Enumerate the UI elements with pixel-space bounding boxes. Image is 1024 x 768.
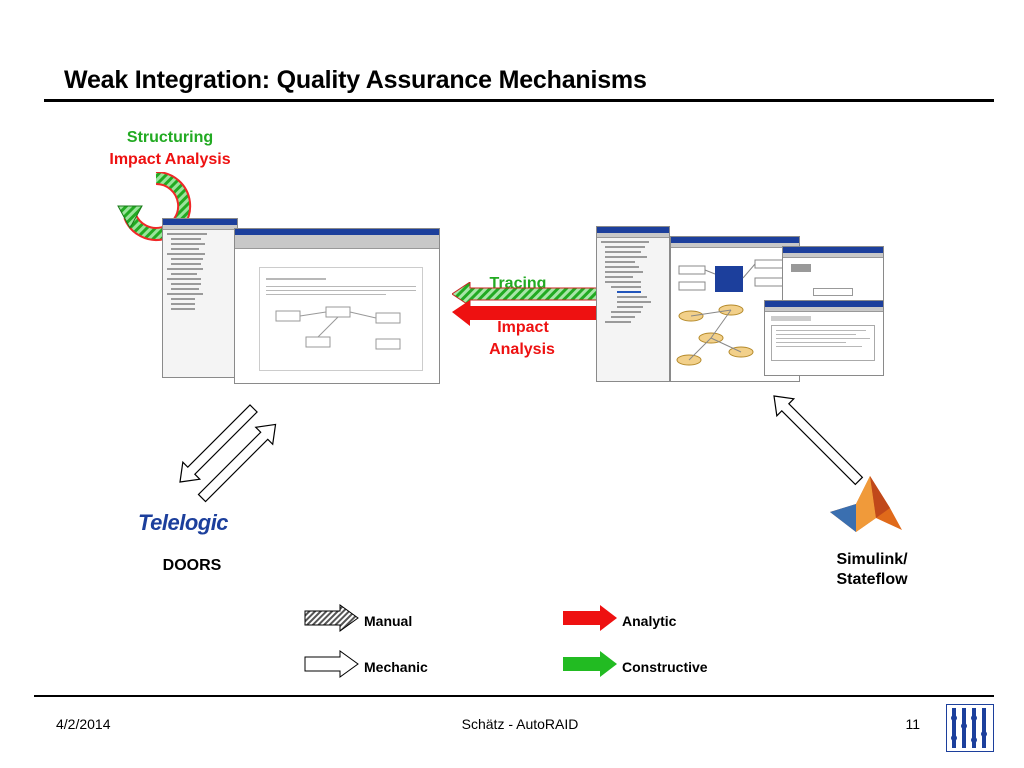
stateflow-chart-thumbnail[interactable]	[782, 246, 884, 306]
analysis-label: Analysis	[489, 341, 555, 358]
doors-label: DOORS	[162, 557, 222, 574]
tracing-arrow-icon	[452, 282, 598, 326]
matlab-membrane-logo-icon	[830, 476, 902, 532]
legend-mechanic-label: Mechanic	[364, 659, 428, 675]
university-logo-icon	[946, 704, 994, 752]
doors-exchange-arrows-icon	[179, 404, 277, 503]
title-divider	[44, 99, 994, 102]
doors-window-thumbnail[interactable]	[162, 218, 238, 378]
word-window-thumbnail[interactable]	[234, 228, 440, 384]
legend-constructive-label: Constructive	[622, 659, 708, 675]
legend-analytic-label: Analytic	[622, 613, 677, 629]
footer-date: 4/2/2014	[56, 716, 111, 732]
manual-arrow-icon	[304, 604, 359, 632]
legend-manual-label: Manual	[364, 613, 413, 629]
page-number: 11	[905, 716, 920, 732]
slide-title: Weak Integration: Quality Assurance Mech…	[64, 66, 647, 94]
requirement-dialog-thumbnail[interactable]	[764, 300, 884, 376]
simulink-import-arrow-icon	[773, 395, 864, 486]
structuring-label: Structuring	[126, 129, 214, 146]
impact-analysis-label: Impact Analysis	[109, 151, 231, 168]
mechanic-arrow-icon	[304, 650, 359, 678]
impact-label: Impact	[497, 319, 549, 336]
footer-author: Schätz - AutoRAID	[461, 716, 579, 732]
model-browser-thumbnail[interactable]	[596, 226, 670, 382]
constructive-arrow-icon	[563, 651, 617, 677]
telelogic-logo: Telelogic	[138, 510, 229, 535]
simulink-label-line2: Stateflow	[836, 571, 908, 588]
analytic-arrow-icon	[563, 605, 617, 631]
footer-divider	[34, 695, 994, 697]
simulink-label-line1: Simulink/	[836, 551, 908, 568]
